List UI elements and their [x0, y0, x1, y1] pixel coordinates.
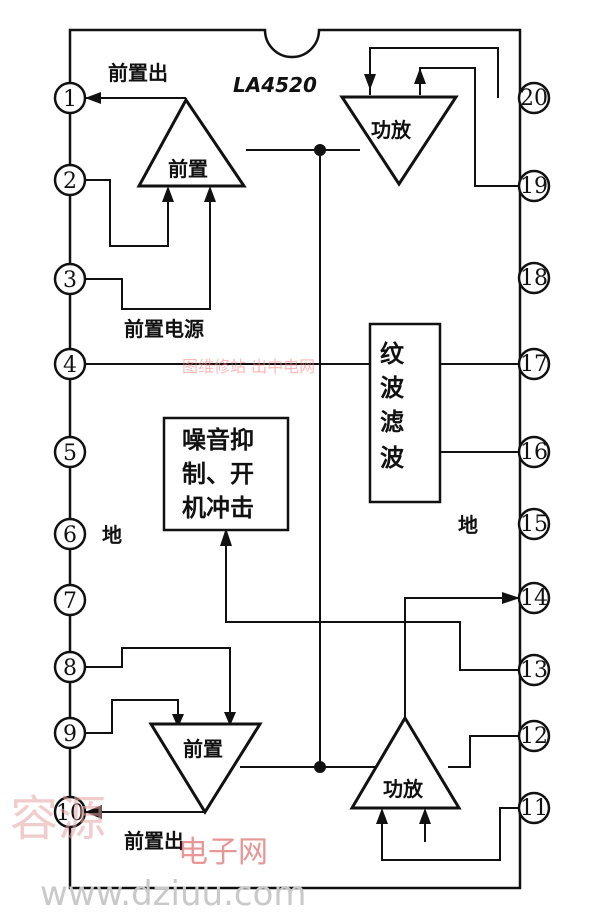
poweramp-bottom-label: 功放	[383, 777, 424, 801]
ripple-filter-line-1: 纹	[380, 340, 405, 368]
pin-10: 10	[53, 795, 87, 829]
pin-20-label: 20	[520, 86, 548, 111]
pin-2-label: 2	[63, 169, 77, 194]
pin-16: 16	[517, 435, 551, 469]
pin-17: 17	[517, 347, 551, 381]
ripple-filter-box	[368, 322, 442, 504]
pin-9: 9	[53, 716, 87, 750]
pin-11-label: 11	[520, 796, 548, 821]
pin-6-label: 6	[63, 523, 77, 548]
pin-16-label: 16	[520, 440, 548, 465]
pin-4-label: 4	[63, 353, 77, 378]
watermark-brand-cn: 容源	[10, 791, 106, 847]
pin-7: 7	[53, 583, 87, 617]
pin-9-label: 9	[63, 722, 77, 747]
preamp-top-label: 前置	[168, 157, 208, 181]
pin-5-label: 5	[63, 441, 77, 466]
pin-17-label: 17	[520, 352, 548, 377]
pin-5: 5	[53, 435, 87, 469]
pin-3: 3	[53, 262, 87, 296]
pin-12: 12	[517, 719, 551, 753]
ripple-filter-line-4: 波	[380, 444, 405, 472]
label-ground-right: 地	[458, 513, 478, 537]
noise-suppress-line-2: 制、开	[182, 460, 254, 488]
preamp-top-triangle	[136, 97, 247, 188]
watermark-brand-site: 电子网	[178, 835, 268, 870]
pin-18-label: 18	[520, 266, 548, 291]
pin-12-label: 12	[520, 724, 548, 749]
pin-15-label: 15	[520, 512, 548, 537]
poweramp-top-label: 功放	[371, 118, 412, 142]
pin-4: 4	[53, 347, 87, 381]
pin-7-label: 7	[63, 589, 77, 614]
pin-8: 8	[53, 650, 87, 684]
watermark-url: www.dziuu.com	[40, 874, 307, 914]
label-pre-power: 前置电源	[124, 317, 204, 341]
pin-11: 11	[517, 791, 551, 825]
preamp-bottom-triangle	[148, 722, 263, 815]
pin-15: 15	[517, 507, 551, 541]
pin-13: 13	[517, 653, 551, 687]
pin-13-label: 13	[520, 658, 548, 683]
pin-20: 20	[517, 81, 551, 115]
poweramp-bottom-triangle	[349, 715, 462, 810]
chip-outline	[68, 28, 522, 890]
pin-14-label: 14	[520, 586, 548, 611]
pin-6: 6	[53, 517, 87, 551]
label-pre-out-top: 前置出	[108, 61, 168, 85]
pin-8-label: 8	[63, 656, 77, 681]
poweramp-top-triangle	[339, 95, 459, 187]
pin-14: 14	[517, 581, 551, 615]
noise-suppress-line-3: 机冲击	[182, 494, 254, 522]
noise-suppress-line-1: 噪音抑	[182, 426, 254, 454]
pin-2: 2	[53, 163, 87, 197]
noise-suppress-box	[162, 416, 290, 532]
pin-10-label: 10	[56, 801, 84, 826]
watermark-faint: 图维修站 出中电网	[182, 357, 315, 376]
pin-1: 1	[53, 81, 87, 115]
label-ground-left: 地	[102, 523, 122, 547]
preamp-bottom-label: 前置	[183, 737, 223, 761]
pin-1-label: 1	[63, 87, 77, 112]
chip-title: LA4520	[233, 73, 317, 97]
ripple-filter-line-3: 滤	[380, 408, 404, 436]
pin-18: 18	[517, 261, 551, 295]
pin-19: 19	[517, 169, 551, 203]
ripple-filter-line-2: 波	[380, 374, 405, 402]
pin-19-label: 19	[520, 174, 548, 199]
label-pre-out-bottom: 前置出	[124, 829, 184, 853]
pin-3-label: 3	[63, 268, 77, 293]
